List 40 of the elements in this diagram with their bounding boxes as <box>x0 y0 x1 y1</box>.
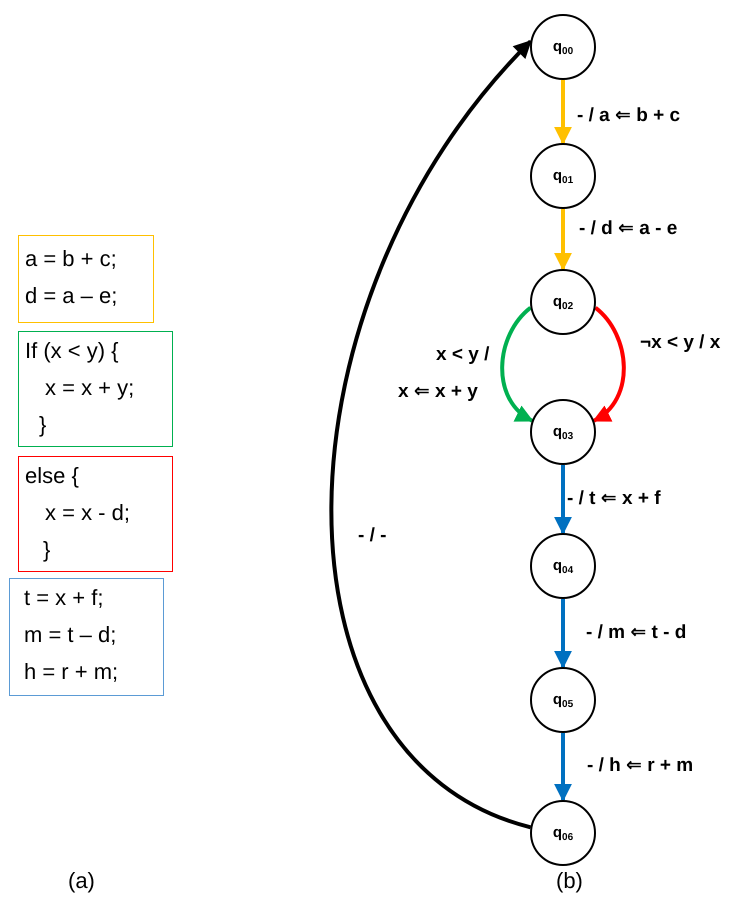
code-line: If (x < y) { <box>25 337 119 365</box>
code-line: x = x + y; <box>44 374 134 402</box>
edge-label: - / t ⇐ x + f <box>567 487 662 511</box>
code-line: h = r + m; <box>23 658 118 686</box>
arrow <box>554 599 572 669</box>
arrow <box>554 465 572 535</box>
code-box <box>18 331 173 447</box>
edge-label: x < y / x ⇐ x + y <box>398 343 490 404</box>
arrow <box>554 209 572 271</box>
arrow <box>592 306 626 422</box>
panel-caption: (a) <box>68 868 95 894</box>
edge-label: - / - <box>358 524 388 548</box>
edge-label: - / d ⇐ a - e <box>579 217 678 241</box>
arrow <box>554 80 572 145</box>
code-box <box>18 235 154 323</box>
state-name: q$_{00}$ <box>552 38 574 56</box>
code-line: m = t – d; <box>23 621 116 649</box>
arrow <box>329 40 532 830</box>
code-line: a = b + c; <box>25 245 117 273</box>
arrow <box>554 733 572 802</box>
code-line: x = x - d; <box>44 499 130 527</box>
state-name: q$_{02}$ <box>552 292 574 312</box>
panel-caption: (b) <box>556 868 583 894</box>
arrow <box>500 306 534 422</box>
code-line: else { <box>25 462 79 490</box>
code-line: d = a – e; <box>25 282 118 310</box>
edge-label: - / h ⇐ r + m <box>587 754 694 778</box>
state-name: q$_{01}$ <box>552 166 574 186</box>
code-box <box>18 456 173 572</box>
code-line: } <box>42 536 50 564</box>
code-line: t = x + f; <box>23 584 104 612</box>
edge-label: - / a ⇐ b + c <box>577 104 682 128</box>
code-box <box>9 578 164 696</box>
edge-label: - / m ⇐ t - d <box>586 621 688 645</box>
code-line: } <box>38 411 46 439</box>
state-name: q$_{06}$ <box>552 824 574 842</box>
edge-label: ¬x < y / x <box>640 331 722 355</box>
state-name: q$_{05}$ <box>552 690 574 710</box>
state-name: q$_{04}$ <box>552 556 574 576</box>
state-name: q$_{03}$ <box>552 422 574 442</box>
